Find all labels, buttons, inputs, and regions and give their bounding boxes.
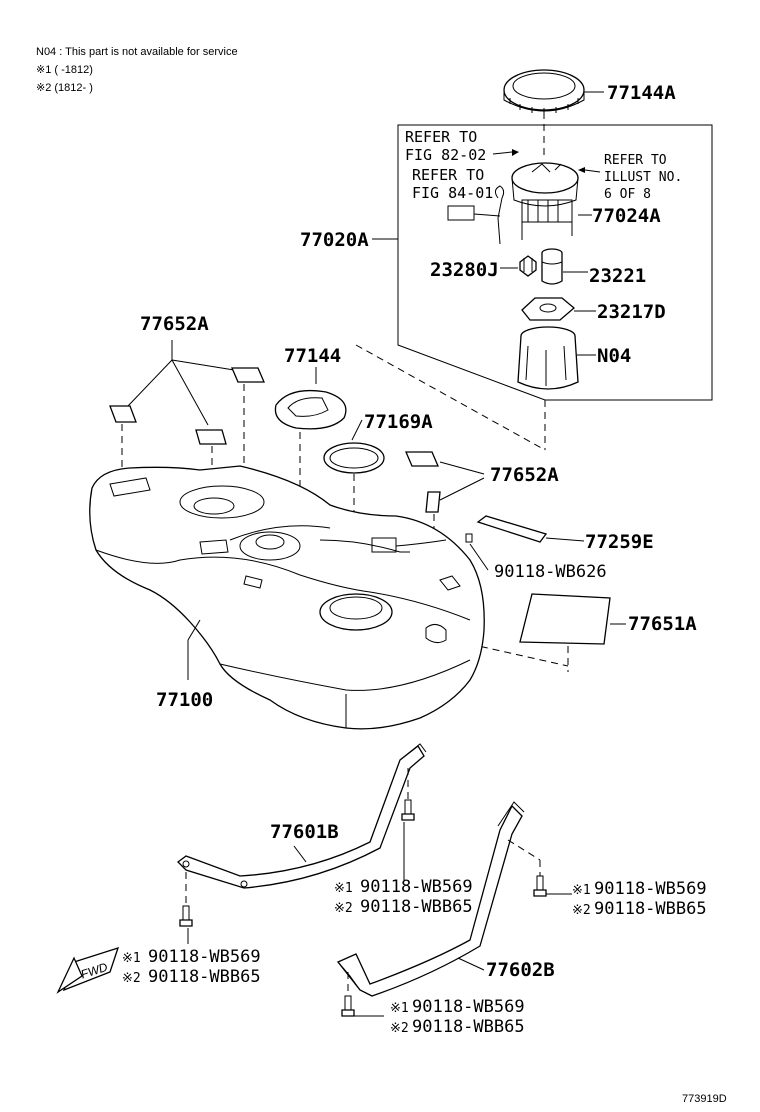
- label-77602B: 77602B: [486, 959, 555, 981]
- pad-77652A-2: [195, 429, 227, 445]
- mark-bottom-1: ※1: [390, 1001, 409, 1016]
- pump-canister-N04: [517, 326, 579, 390]
- label-23217D: 23217D: [597, 301, 666, 323]
- refer-fig84-line2: FIG 84-01: [412, 184, 493, 202]
- pump-motor-23221: [541, 248, 563, 285]
- mark-right-2: ※2: [572, 903, 591, 918]
- refer-illust-line2: ILLUST NO.: [604, 170, 682, 185]
- label-77259E: 77259E: [585, 531, 654, 553]
- clip-WB626: [465, 533, 473, 543]
- label-77651A: 77651A: [628, 613, 697, 635]
- label-77024A: 77024A: [592, 205, 661, 227]
- label-bolt-left-2: 90118-WBB65: [148, 967, 261, 987]
- pad-77652A-1: [109, 405, 137, 423]
- mark-mid-1: ※1: [334, 881, 353, 896]
- band-77602B: [336, 801, 525, 997]
- mark-right-1: ※1: [572, 883, 591, 898]
- label-77652A-right: 77652A: [490, 464, 559, 486]
- fuel-pump-77024A: [447, 162, 579, 245]
- mark-mid-2: ※2: [334, 901, 353, 916]
- label-23221: 23221: [589, 265, 646, 287]
- diagram-id: 773919D: [682, 1093, 727, 1105]
- pad-77652A-3: [231, 367, 265, 383]
- label-N04: N04: [597, 345, 631, 367]
- label-bolt-right-1: 90118-WB569: [594, 879, 707, 899]
- refer-arrow-82: [492, 151, 513, 155]
- bolt-mid: [401, 799, 415, 821]
- band-77601B: [177, 743, 427, 889]
- label-77652A-top: 77652A: [140, 313, 209, 335]
- label-77169A: 77169A: [364, 411, 433, 433]
- bolt-right: [533, 875, 547, 897]
- refer-fig82-line2: FIG 82-02: [405, 146, 486, 164]
- label-77144: 77144: [284, 345, 341, 367]
- label-77100: 77100: [156, 689, 213, 711]
- label-77144A: 77144A: [607, 82, 676, 104]
- hose-77259E: [476, 515, 548, 543]
- refer-illust-line1: REFER TO: [604, 153, 667, 168]
- label-77020A: 77020A: [300, 229, 369, 251]
- fwd-arrow-icon: FWD: [56, 946, 120, 994]
- refer-fig82-line1: REFER TO: [405, 128, 477, 146]
- pad-77652A-5: [425, 491, 441, 513]
- bolt-left: [179, 905, 193, 927]
- regulator-23280J: [519, 255, 537, 277]
- mark-bottom-2: ※2: [390, 1021, 409, 1036]
- bolt-bottom: [341, 995, 355, 1017]
- note-not-available: N04 : This part is not available for ser…: [36, 46, 238, 58]
- label-bolt-right-2: 90118-WBB65: [594, 899, 707, 919]
- refer-illust-line3: 6 OF 8: [604, 187, 651, 202]
- label-bolt-mid-1: 90118-WB569: [360, 877, 473, 897]
- label-90118-WB626: 90118-WB626: [494, 562, 607, 582]
- label-23280J: 23280J: [430, 259, 499, 281]
- lock-ring-77144A: [503, 69, 585, 114]
- label-77601B: 77601B: [270, 821, 339, 843]
- pad-77652A-4: [405, 451, 439, 467]
- mark-left-1: ※1: [122, 951, 141, 966]
- label-bolt-bottom-1: 90118-WB569: [412, 997, 525, 1017]
- label-bolt-left-1: 90118-WB569: [148, 947, 261, 967]
- label-bolt-mid-2: 90118-WBB65: [360, 897, 473, 917]
- fuel-tank-77100: [89, 465, 485, 730]
- label-bolt-bottom-2: 90118-WBB65: [412, 1017, 525, 1037]
- pump-assembly-frame: [397, 124, 713, 401]
- note-range-1: ※1 ( -1812): [36, 64, 93, 76]
- refer-fig84-line1: REFER TO: [412, 166, 484, 184]
- retainer-77144: [274, 389, 347, 430]
- protector-sheet-77651A: [519, 593, 611, 645]
- filter-23217D: [521, 297, 576, 321]
- gasket-77169A: [323, 442, 385, 474]
- mark-left-2: ※2: [122, 971, 141, 986]
- note-range-2: ※2 (1812- ): [36, 82, 93, 94]
